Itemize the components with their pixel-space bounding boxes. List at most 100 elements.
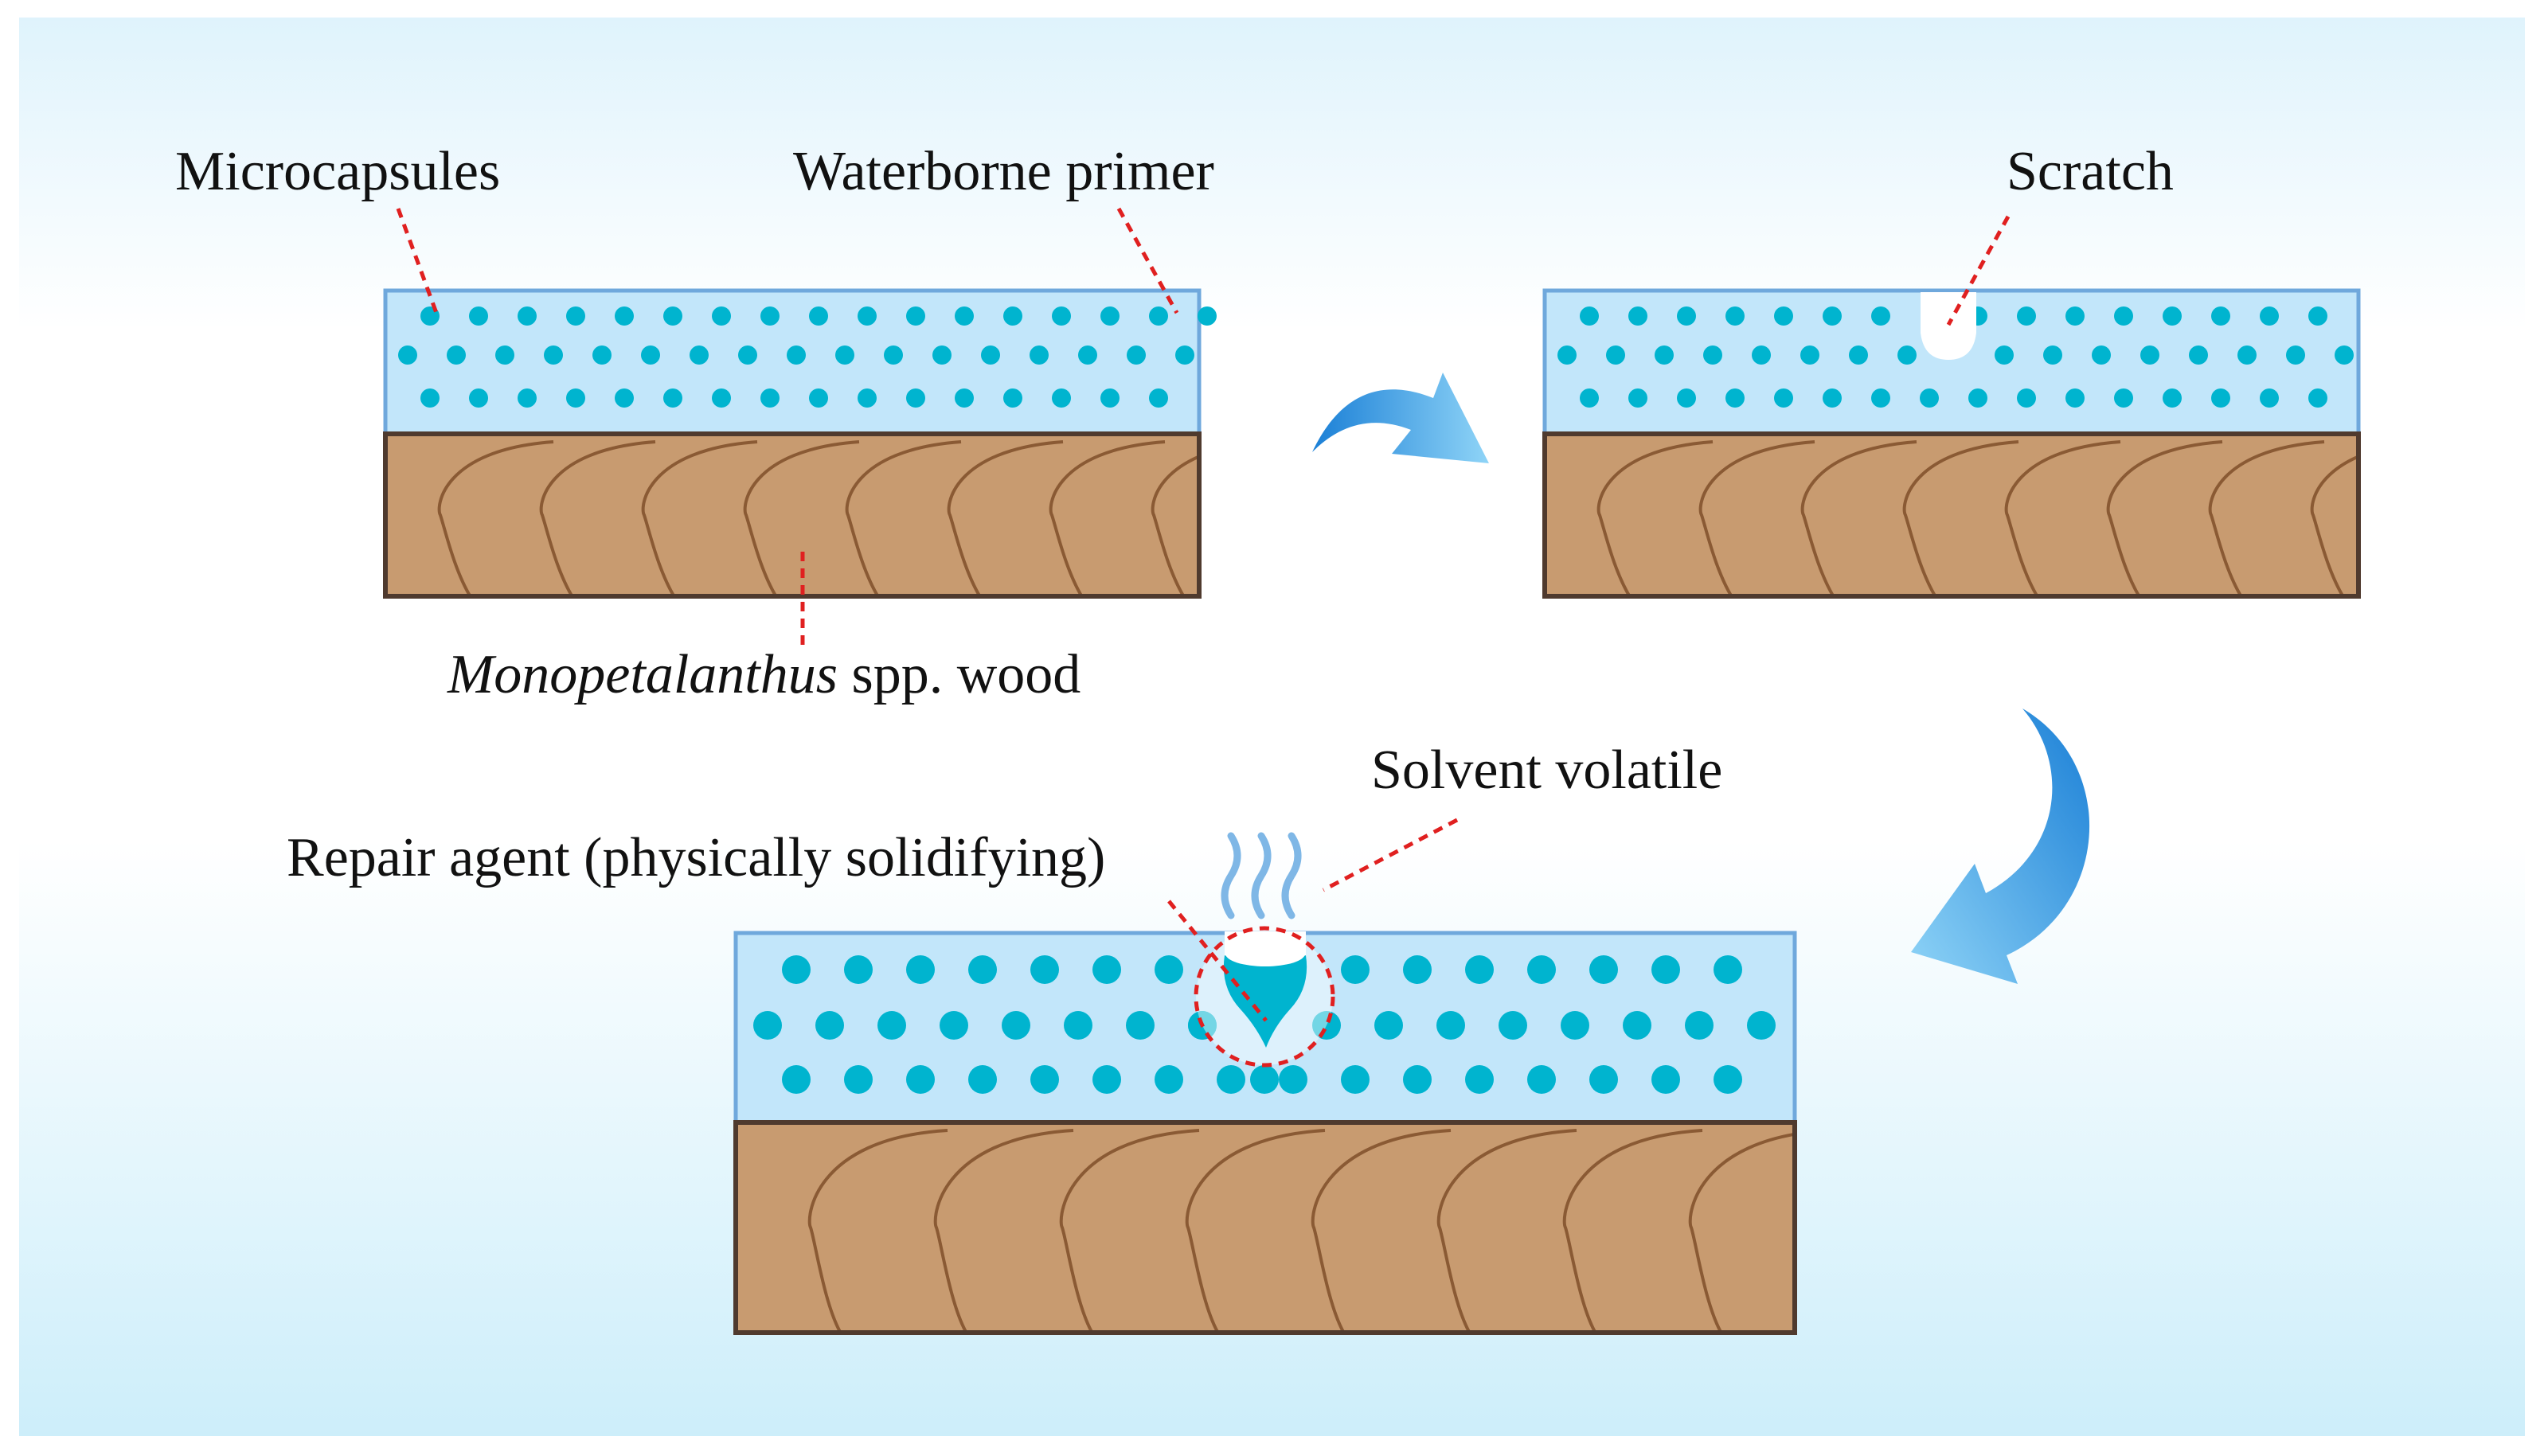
microcapsule xyxy=(566,306,585,326)
microcapsule xyxy=(2163,306,2182,326)
scratch-label: Scratch xyxy=(2007,141,2174,202)
microcapsule xyxy=(615,306,634,326)
microcapsule xyxy=(2065,306,2085,326)
microcapsule xyxy=(782,1065,811,1094)
microcapsule xyxy=(1561,1011,1589,1040)
microcapsule xyxy=(815,1011,844,1040)
wood-grain-line xyxy=(1902,440,2019,596)
scratch-leader-line xyxy=(1946,215,2011,326)
microcapsule xyxy=(1465,1065,1494,1094)
microcapsule xyxy=(1823,388,1842,408)
microcapsule xyxy=(2140,345,2159,365)
microcapsule xyxy=(2017,306,2036,326)
repair-agent-fill xyxy=(1223,955,1307,1048)
microcapsule xyxy=(2335,345,2354,365)
microcapsule xyxy=(518,306,537,326)
wood-grain-line xyxy=(2004,440,2121,596)
microcapsule xyxy=(1403,955,1432,984)
microcapsule xyxy=(955,306,974,326)
microcapsule xyxy=(518,388,537,408)
microcapsule xyxy=(2237,345,2257,365)
scratch-groove xyxy=(1921,292,1976,360)
microcapsule xyxy=(1374,1011,1403,1040)
vapor-wisp xyxy=(1251,832,1272,919)
microcapsule xyxy=(1527,1065,1556,1094)
microcapsule xyxy=(2308,388,2327,408)
microcapsule xyxy=(1052,306,1071,326)
microcapsule xyxy=(398,345,417,365)
microcapsule xyxy=(1774,306,1793,326)
microcapsules-label: Microcapsules xyxy=(175,141,500,202)
microcapsule-group xyxy=(753,955,1776,1094)
microcapsule xyxy=(1725,306,1745,326)
microcapsule xyxy=(1198,306,1217,326)
microcapsule xyxy=(1030,345,1049,365)
microcapsule xyxy=(1774,388,1793,408)
microcapsule xyxy=(1312,1011,1341,1040)
microcapsule xyxy=(858,388,877,408)
microcapsule xyxy=(1628,306,1647,326)
wood-substrate xyxy=(385,434,1199,596)
microcapsule xyxy=(940,1011,968,1040)
repair-zone-highlight-circle xyxy=(1194,926,1335,1068)
microcapsule xyxy=(1149,388,1168,408)
wood-grain-line xyxy=(1311,1129,1452,1333)
wood-grain-line xyxy=(2106,440,2223,596)
microcapsule xyxy=(1725,388,1745,408)
microcapsule xyxy=(1217,1065,1245,1094)
microcapsule xyxy=(1897,345,1917,365)
microcapsule xyxy=(1155,1065,1183,1094)
wood-grain-line xyxy=(1688,1133,1795,1333)
wood-grain-line xyxy=(845,440,962,596)
microcapsule xyxy=(2043,345,2062,365)
microcapsule xyxy=(1341,955,1370,984)
microcapsule xyxy=(1527,955,1556,984)
wood-grain-line xyxy=(1185,1129,1326,1333)
microcapsule xyxy=(1175,345,1194,365)
microcapsule xyxy=(615,388,634,408)
microcapsule xyxy=(2286,345,2305,365)
microcapsule xyxy=(712,306,731,326)
wood-grain-line xyxy=(1698,440,1815,596)
microcapsule xyxy=(712,388,731,408)
microcapsule xyxy=(1623,1011,1651,1040)
microcapsule xyxy=(1279,1065,1307,1094)
microcapsule xyxy=(1002,1011,1030,1040)
microcapsule xyxy=(1126,1011,1155,1040)
wood-grain-line xyxy=(641,440,758,596)
wood-grain-line xyxy=(1562,1129,1703,1333)
microcapsule xyxy=(835,345,854,365)
panel-repaired-coating xyxy=(733,926,1797,1335)
wood-grain-line xyxy=(1049,440,1166,596)
wood-grain-line xyxy=(1059,1129,1200,1333)
microcapsule xyxy=(1714,955,1742,984)
microcapsule xyxy=(787,345,806,365)
microcapsule xyxy=(2065,388,2085,408)
microcapsule xyxy=(809,388,828,408)
vapor-wisp xyxy=(1221,832,1241,919)
microcapsule xyxy=(906,306,925,326)
microcapsule xyxy=(1149,306,1168,326)
microcapsule xyxy=(1003,306,1022,326)
microcapsule xyxy=(1871,388,1890,408)
microcapsule xyxy=(1030,955,1059,984)
microcapsule xyxy=(877,1011,906,1040)
microcapsule xyxy=(1968,388,1987,408)
microcapsule xyxy=(469,306,488,326)
wood-grain-line xyxy=(743,440,860,596)
microcapsule xyxy=(2308,306,2327,326)
microcapsules-leader-line xyxy=(396,208,439,314)
microcapsule xyxy=(844,1065,873,1094)
microcapsule xyxy=(1628,388,1647,408)
microcapsule xyxy=(1714,1065,1742,1094)
wood-substrate xyxy=(1545,434,2358,596)
microcapsule xyxy=(1436,1011,1465,1040)
panel-scratched-coating xyxy=(1542,288,2361,599)
microcapsule xyxy=(884,345,903,365)
microcapsule xyxy=(663,306,682,326)
process-arrow-2-icon xyxy=(1911,708,2090,984)
microcapsule xyxy=(1685,1011,1714,1040)
microcapsule xyxy=(1677,388,1696,408)
panel-intact-coating xyxy=(383,288,1217,599)
microcapsule xyxy=(1092,955,1121,984)
